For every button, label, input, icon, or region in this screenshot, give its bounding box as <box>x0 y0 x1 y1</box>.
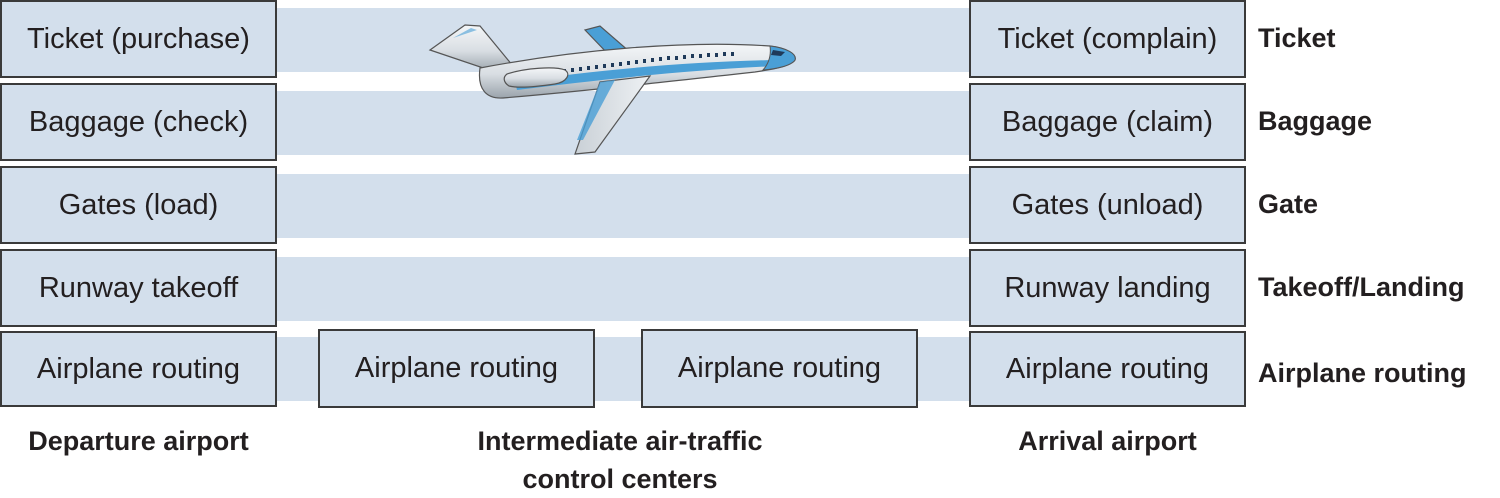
caption-intermediate-line1: Intermediate air-traffic <box>477 426 763 456</box>
arrival-step-ticket: Ticket (complain) <box>969 0 1246 78</box>
arrival-step-runway: Runway landing <box>969 249 1246 327</box>
caption-intermediate: Intermediate air-traffic control centers <box>370 422 870 498</box>
layer-label-baggage: Baggage <box>1258 106 1373 136</box>
caption-arrival-airport: Arrival airport <box>1018 426 1197 456</box>
departure-step-ticket: Ticket (purchase) <box>0 0 277 78</box>
departure-step-routing: Airplane routing <box>0 331 277 407</box>
departure-step-gate: Gates (load) <box>0 166 277 244</box>
intermediate-step-routing-1: Airplane routing <box>318 329 595 408</box>
arrival-step-baggage: Baggage (claim) <box>969 83 1246 161</box>
caption-departure-airport: Departure airport <box>28 426 249 456</box>
intermediate-step-routing-2: Airplane routing <box>641 329 918 408</box>
layer-label-gate: Gate <box>1258 189 1319 219</box>
arrival-step-routing: Airplane routing <box>969 331 1246 407</box>
layer-label-takeoff-landing: Takeoff/Landing <box>1258 272 1465 302</box>
layer-label-airplane-routing: Airplane routing <box>1258 358 1467 388</box>
airplane-icon <box>428 24 796 155</box>
caption-intermediate-line2: control centers <box>522 464 718 494</box>
departure-step-baggage: Baggage (check) <box>0 83 277 161</box>
departure-step-runway: Runway takeoff <box>0 249 277 327</box>
layer-label-ticket: Ticket <box>1258 23 1336 53</box>
arrival-step-gate: Gates (unload) <box>969 166 1246 244</box>
